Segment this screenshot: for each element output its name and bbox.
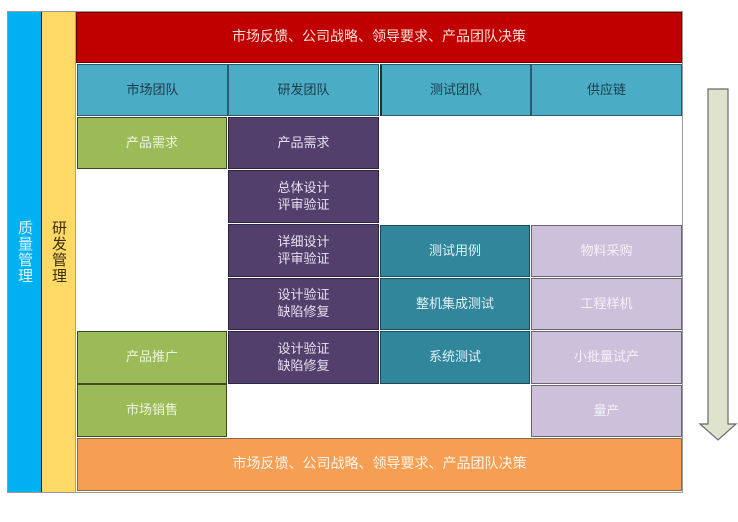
rd-cell-line1: 总体设计 bbox=[277, 180, 330, 196]
rd-cell-line1: 设计验证 bbox=[277, 341, 330, 357]
market-cell-label: 产品需求 bbox=[125, 135, 178, 151]
bottom-banner: 市场反馈、公司战略、领导要求、产品团队决策 bbox=[77, 438, 682, 491]
down-arrow-icon bbox=[698, 88, 738, 441]
top-banner-label: 市场反馈、公司战略、领导要求、产品团队决策 bbox=[232, 29, 526, 45]
team-header-label: 研发团队 bbox=[277, 82, 330, 98]
test-integration: 整机集成测试 bbox=[380, 278, 530, 330]
rd-overall-design-review: 总体设计 评审验证 bbox=[228, 170, 379, 223]
supply-cell-label: 物料采购 bbox=[580, 243, 633, 259]
market-cell-label: 市场销售 bbox=[125, 403, 178, 418]
supply-material-procurement: 物料采购 bbox=[531, 225, 682, 277]
team-header-rd: 研发团队 bbox=[228, 64, 379, 116]
top-banner: 市场反馈、公司战略、领导要求、产品团队决策 bbox=[76, 12, 682, 63]
rd-product-requirements: 产品需求 bbox=[228, 117, 379, 169]
rd-management-column: 研发管理 bbox=[42, 12, 76, 492]
quality-management-label: 质量管理 bbox=[16, 220, 34, 284]
rd-design-verification-2: 设计验证 缺陷修复 bbox=[228, 331, 379, 384]
test-cell-label: 整机集成测试 bbox=[415, 296, 494, 312]
rd-cell-line1: 详细设计 bbox=[277, 234, 330, 250]
supply-cell-label: 量产 bbox=[593, 403, 620, 419]
team-header-market: 市场团队 bbox=[77, 64, 228, 116]
bottom-banner-label: 市场反馈、公司战略、领导要求、产品团队决策 bbox=[232, 456, 527, 472]
test-system: 系统测试 bbox=[380, 331, 530, 384]
test-cases: 测试用例 bbox=[380, 225, 530, 277]
market-sales: 市场销售 bbox=[77, 384, 227, 437]
test-cell-label: 测试用例 bbox=[428, 243, 481, 259]
team-header-supply-chain: 供应链 bbox=[531, 64, 682, 116]
rd-design-verification-1: 设计验证 缺陷修复 bbox=[228, 278, 379, 330]
rd-cell-line2: 缺陷修复 bbox=[277, 305, 330, 320]
rd-cell-line2: 评审验证 bbox=[277, 197, 330, 213]
supply-mass-production: 量产 bbox=[531, 385, 682, 437]
rd-cell-line2: 评审验证 bbox=[277, 251, 330, 267]
market-product-promotion: 产品推广 bbox=[77, 331, 227, 384]
supply-cell-label: 工程样机 bbox=[580, 296, 633, 312]
rd-cell-line2: 缺陷修复 bbox=[277, 358, 330, 374]
rd-cell-label: 产品需求 bbox=[277, 135, 330, 151]
team-header-label: 市场团队 bbox=[126, 82, 179, 98]
supply-engineering-prototype: 工程样机 bbox=[531, 278, 682, 330]
supply-pilot-production: 小批量试产 bbox=[531, 331, 682, 384]
rd-management-label: 研发管理 bbox=[50, 220, 68, 284]
market-product-requirements: 产品需求 bbox=[77, 117, 227, 169]
rd-cell-line1: 设计验证 bbox=[277, 288, 330, 303]
team-header-label: 供应链 bbox=[586, 82, 626, 98]
market-cell-label: 产品推广 bbox=[125, 350, 178, 365]
supply-cell-label: 小批量试产 bbox=[573, 350, 639, 365]
rd-detailed-design-review: 详细设计 评审验证 bbox=[228, 224, 379, 277]
quality-management-column: 质量管理 bbox=[8, 12, 42, 492]
test-cell-label: 系统测试 bbox=[428, 350, 481, 365]
team-header-test: 测试团队 bbox=[380, 64, 531, 116]
team-header-label: 测试团队 bbox=[429, 82, 482, 98]
